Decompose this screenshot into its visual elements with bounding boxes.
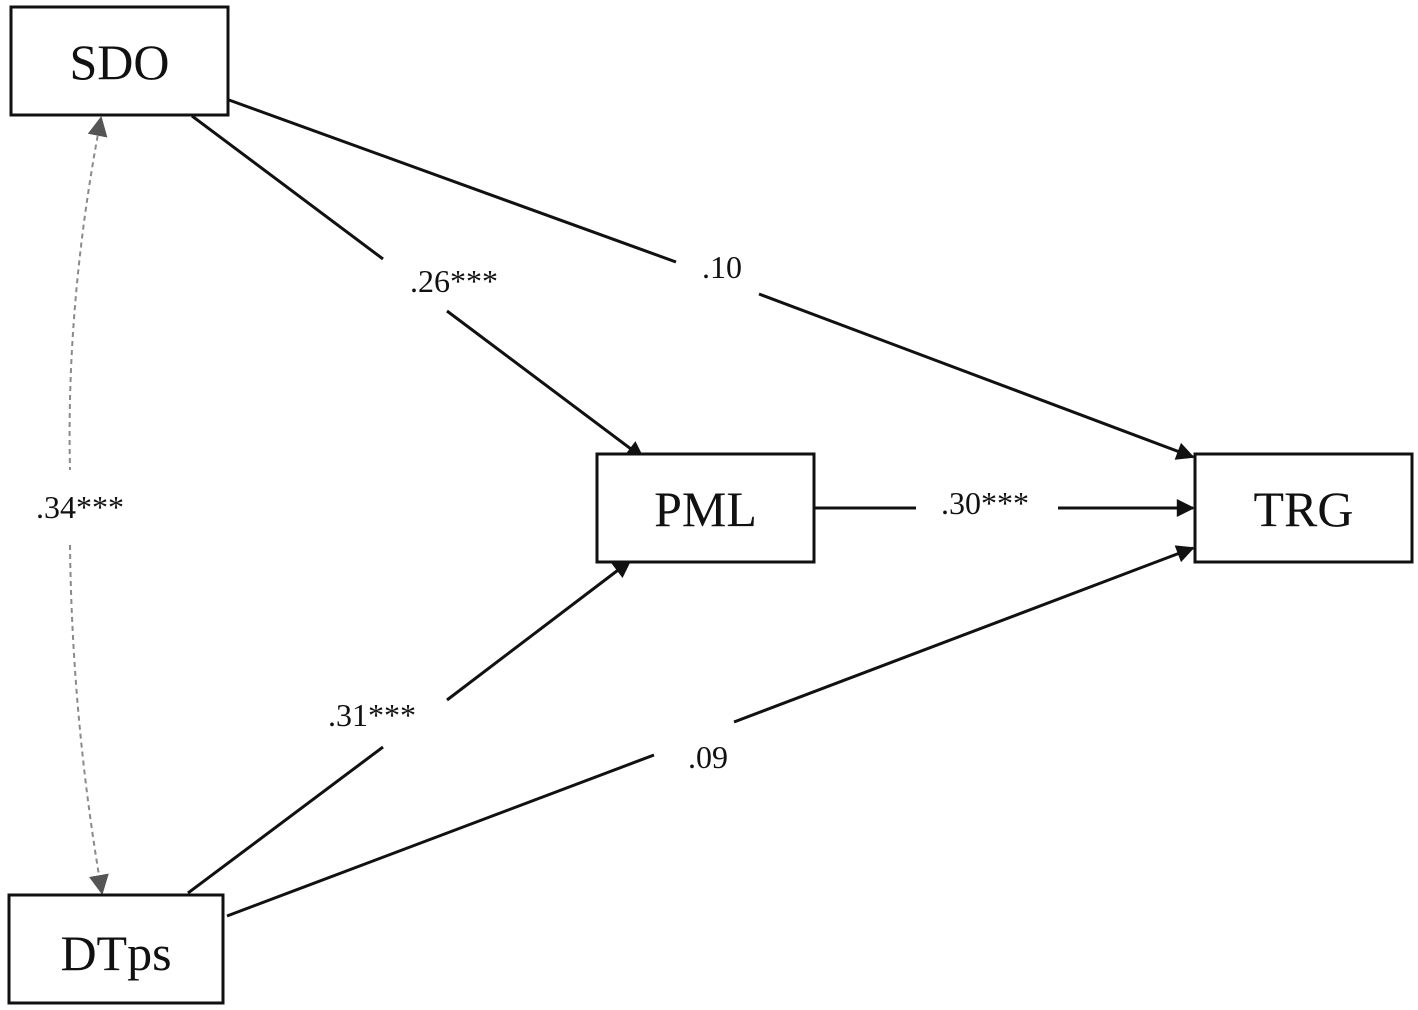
coef-sdo-pml: .26*** — [410, 263, 498, 299]
coef-dtps-pml: .31*** — [328, 697, 416, 733]
node-trg-box — [1193, 452, 1414, 564]
coef-pml-trg: .30*** — [941, 485, 1029, 521]
edge-dtps-pml-segment-2 — [446, 559, 632, 702]
node-trg: TRG — [1193, 452, 1414, 564]
covariance-arc-lower — [69, 544, 109, 895]
edge-sdo-dtps-covariance: .34*** — [36, 116, 124, 895]
node-pml-box — [595, 452, 816, 564]
node-pml: PML — [595, 452, 816, 564]
node-dtps: DTps — [7, 893, 225, 1005]
edge-dtps-pml-segment-1 — [187, 745, 384, 895]
coef-sdo-trg: .10 — [702, 249, 742, 285]
edge-dtps-pml: .31*** — [187, 559, 632, 895]
coef-sdo-dtps: .34*** — [36, 489, 124, 525]
edge-dtps-trg: .09 — [226, 545, 1195, 918]
edge-dtps-trg-segment-2 — [733, 545, 1195, 724]
edge-pml-trg: .30*** — [814, 485, 1195, 521]
edge-sdo-pml-segment-2 — [446, 309, 645, 460]
coef-dtps-trg: .09 — [688, 739, 728, 775]
covariance-arc-upper — [68, 116, 108, 471]
edge-sdo-trg: .10 — [228, 98, 1195, 460]
node-dtps-box — [7, 893, 225, 1005]
edge-sdo-pml-segment-1 — [191, 114, 384, 261]
edge-sdo-trg-segment-2 — [758, 292, 1195, 460]
node-sdo: SDO — [9, 5, 230, 117]
edge-dtps-trg-segment-1 — [226, 753, 655, 918]
node-pml-label: PML — [654, 481, 757, 537]
edge-sdo-pml: .26*** — [191, 114, 645, 460]
node-trg-label: TRG — [1254, 481, 1354, 537]
node-sdo-label: SDO — [69, 34, 169, 90]
node-sdo-box — [9, 5, 230, 117]
node-dtps-label: DTps — [60, 925, 171, 981]
edge-sdo-trg-segment-1 — [228, 98, 677, 264]
